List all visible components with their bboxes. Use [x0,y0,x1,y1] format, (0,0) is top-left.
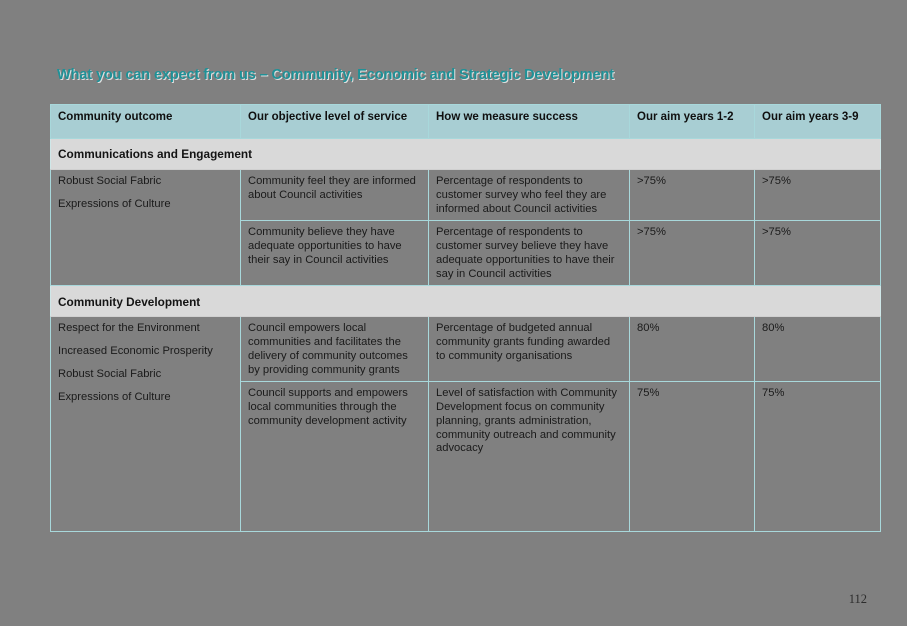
performance-measures-table-wrapper: Community outcome Our objective level of… [50,104,881,533]
cell-objective-level-of-service: Community believe they have adequate opp… [240,220,429,287]
outcome-item: Robust Social Fabric [58,175,162,187]
column-header-aim-years-3-9: Our aim years 3-9 [754,104,881,139]
outcome-item: Expressions of Culture [58,390,171,403]
cell-aim-years-1-2: 80% [629,316,755,383]
column-header-community-outcome: Community outcome [50,104,241,139]
cell-aim-years-1-2: >75% [629,168,755,222]
cell-aim-years-3-9: >75% [754,220,881,287]
cell-aim-years-1-2: >75% [629,220,755,287]
cell-objective-level-of-service: Council empowers local communities and f… [240,316,429,383]
cell-community-outcome: Robust Social Fabric Expressions of Cult… [50,168,241,287]
table-row: Community believe they have adequate opp… [51,220,881,287]
column-header-how-we-measure-success: How we measure success [428,104,630,139]
cell-how-we-measure-success: Percentage of respondents to customer su… [428,168,630,222]
column-header-aim-years-1-2: Our aim years 1-2 [629,104,755,139]
column-header-objective-level-of-service: Our objective level of service [240,104,429,139]
cell-how-we-measure-success: Percentage of respondents to customer su… [428,220,630,287]
outcome-item: Robust Social Fabric [58,367,162,380]
section-header-row: Community Development [50,285,881,318]
cell-objective-level-of-service: Council supports and empowers local comm… [240,381,429,533]
page-number: 112 [848,592,867,606]
outcome-item: Expressions of Culture [58,197,171,210]
cell-how-we-measure-success: Level of satisfaction with Community Dev… [428,381,630,533]
performance-measures-table: Community outcome Our objective level of… [50,104,881,533]
cell-objective-level-of-service: Community feel they are informed about C… [240,168,429,222]
outcome-item: Increased Economic Prosperity [58,345,213,358]
table-row: Robust Social Fabric Expressions of Cult… [50,168,881,287]
page-title: What you can expect from us – Community,… [57,67,615,83]
table-header: Community outcome Our objective level of… [50,104,881,139]
section-header-row: Communications and Engagement [50,138,881,170]
section-title-community-development: Community Development [50,285,881,318]
cell-community-outcome: Respect for the Environment Increased Ec… [50,316,241,533]
cell-aim-years-1-2: 75% [629,381,755,533]
outcome-item: Respect for the Environment [58,322,200,335]
table-row: Respect for the Environment Increased Ec… [50,316,881,533]
section-title-communications-and-engagement: Communications and Engagement [50,138,881,170]
cell-aim-years-3-9: 80% [754,316,881,383]
table-row: Council supports and empowers local comm… [51,381,881,533]
table-body: Communications and Engagement Robust Soc… [50,138,881,533]
cell-how-we-measure-success: Percentage of budgeted annual community … [428,316,630,383]
cell-aim-years-3-9: >75% [754,168,881,222]
table-header-row: Community outcome Our objective level of… [50,104,881,139]
cell-aim-years-3-9: 75% [754,381,881,533]
